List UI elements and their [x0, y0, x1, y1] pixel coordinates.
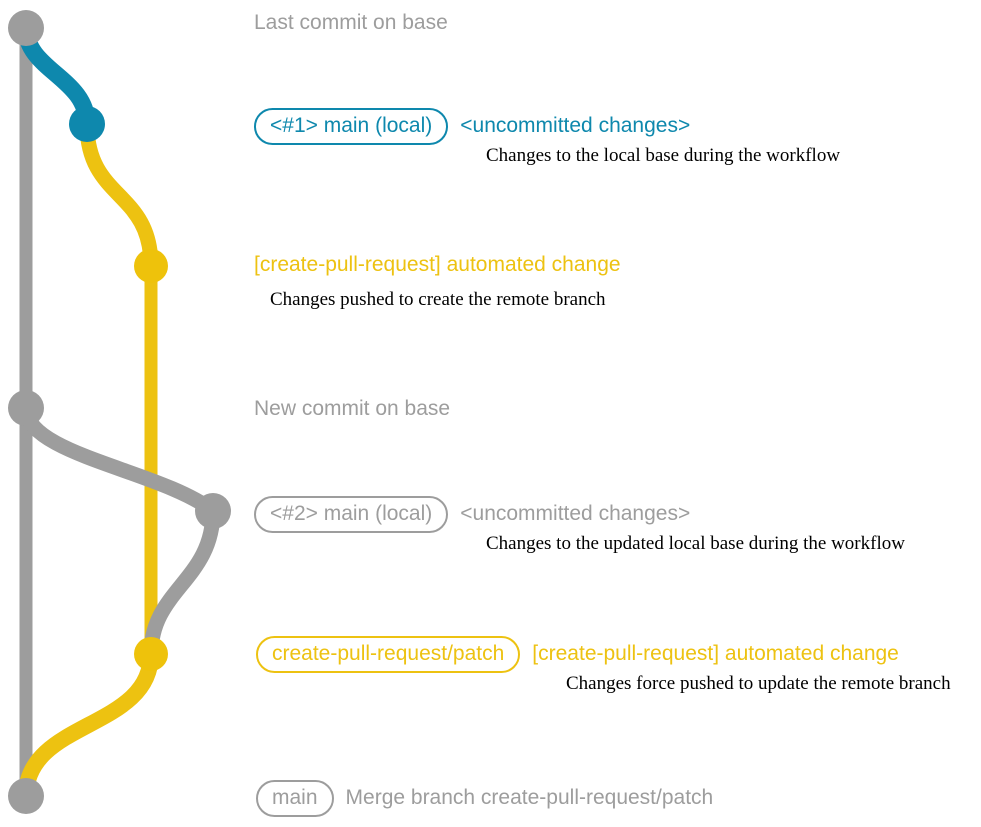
commit-subject: [create-pull-request] automated change [254, 253, 621, 276]
merge-commit-node[interactable] [8, 778, 44, 814]
edge-yellow-to-merge [18, 646, 159, 804]
patch-commit-node-1[interactable] [134, 249, 168, 283]
commit-row-local-main-2: <#2> main (local) <uncommitted changes> [254, 496, 691, 534]
ref-badge-create-pull-request-patch[interactable]: create-pull-request/patch [256, 636, 521, 674]
patch-commit-node-2[interactable] [134, 637, 168, 671]
commit-row-new-commit-on-base: New commit on base [254, 397, 451, 420]
commit-row-merge-commit: main Merge branch create-pull-request/pa… [256, 780, 714, 818]
commit-row-last-commit-on-base: Last commit on base [254, 11, 448, 34]
commit-subject: <uncommitted changes> [460, 502, 691, 525]
ref-badge-local-main-2[interactable]: <#2> main (local) [254, 496, 449, 534]
commit-row-automated-change-2: create-pull-request/patch [create-pull-r… [256, 636, 899, 674]
commit-row-local-main-1: <#1> main (local) <uncommitted changes> [254, 108, 691, 146]
edge-gray-to-patch [143, 503, 221, 662]
commit-description: Changes force pushed to update the remot… [566, 673, 951, 694]
commit-subject: New commit on base [254, 397, 451, 420]
commit-description: Changes pushed to create the remote bran… [270, 289, 606, 310]
commit-description: Changes to the updated local base during… [486, 533, 905, 554]
base-head-node[interactable] [8, 10, 44, 46]
commit-subject: <uncommitted changes> [460, 114, 691, 137]
commit-row-automated-change-1: [create-pull-request] automated change [254, 253, 621, 276]
ref-badge-local-main-1[interactable]: <#1> main (local) [254, 108, 449, 146]
local-commit-node-2[interactable] [195, 493, 231, 529]
commit-subject: Last commit on base [254, 11, 448, 34]
edge-yellow-from-blue [79, 116, 159, 274]
commit-description: Changes to the local base during the wor… [486, 145, 841, 166]
base-commit-node[interactable] [8, 390, 44, 426]
edge-gray-branch-right [18, 400, 221, 519]
commit-subject: [create-pull-request] automated change [532, 642, 899, 665]
local-commit-node[interactable] [69, 106, 105, 142]
ref-badge-main[interactable]: main [256, 780, 334, 818]
commit-subject: Merge branch create-pull-request/patch [345, 786, 714, 809]
